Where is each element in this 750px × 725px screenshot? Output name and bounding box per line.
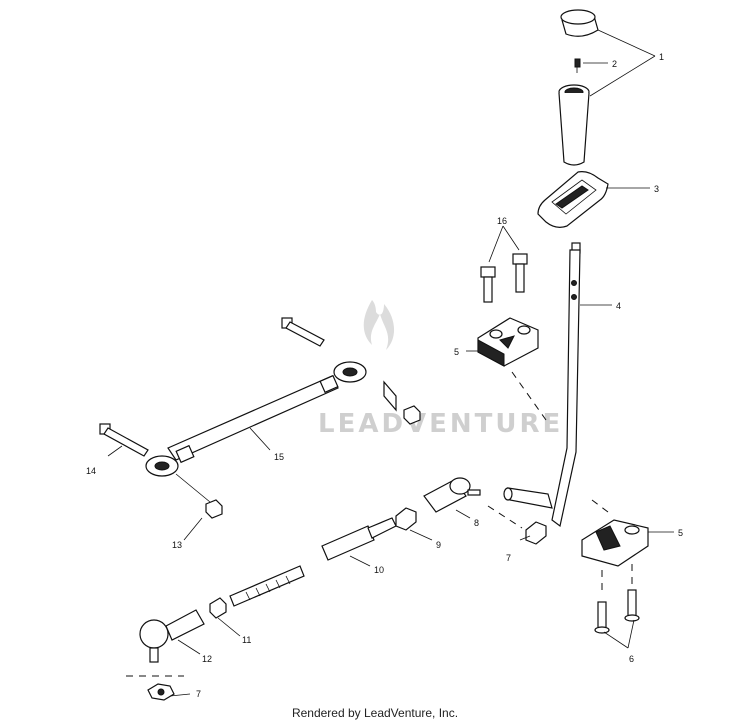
part-11-threaded-rod xyxy=(209,565,305,619)
callout-5-lower: 5 xyxy=(678,528,683,538)
callout-7-upper: 7 xyxy=(506,553,511,563)
callout-15: 15 xyxy=(274,452,284,462)
callout-4: 4 xyxy=(616,301,621,311)
part-7-nut-lower xyxy=(147,683,175,701)
part-16-bolts xyxy=(480,253,528,303)
part-7-nut-upper xyxy=(525,521,547,545)
part-3-shift-boot xyxy=(537,171,609,228)
callout-5-upper: 5 xyxy=(454,347,459,357)
callout-3: 3 xyxy=(654,184,659,194)
callout-13: 13 xyxy=(172,540,182,550)
part-1-knob-cap xyxy=(560,9,599,37)
part-6-bolts xyxy=(594,589,640,634)
leadventure-watermark: LEADVENTURE xyxy=(318,300,563,439)
callout-14: 14 xyxy=(86,466,96,476)
part-14-bolts xyxy=(99,317,325,457)
flame-logo-icon xyxy=(363,300,395,350)
part-10-adjuster-sleeve xyxy=(321,517,397,561)
callout-8: 8 xyxy=(474,518,479,528)
callout-9: 9 xyxy=(436,540,441,550)
callout-2: 2 xyxy=(612,59,617,69)
rendered-by-footer: Rendered by LeadVenture, Inc. xyxy=(291,706,459,720)
callout-16: 16 xyxy=(497,216,507,226)
part-12-ball-joint xyxy=(139,609,205,663)
part-8-rod-end xyxy=(423,477,481,513)
part-2-set-screw xyxy=(574,58,581,73)
watermark-text: LEADVENTURE xyxy=(318,409,563,439)
leader-lines xyxy=(107,29,674,697)
callout-1: 1 xyxy=(659,52,664,62)
part-5-clamp-lower xyxy=(581,519,649,567)
part-4-shift-lever xyxy=(503,242,581,528)
part-15-linkage-rod xyxy=(145,361,397,477)
part-13-nuts xyxy=(205,405,421,519)
callout-7-lower: 7 xyxy=(196,689,201,699)
callout-12: 12 xyxy=(202,654,212,664)
callout-10: 10 xyxy=(374,565,384,575)
part-9-nut xyxy=(395,507,417,531)
callout-6: 6 xyxy=(629,654,634,664)
part-1-shift-knob xyxy=(558,84,590,166)
callout-labels: 1 2 3 4 5 5 6 7 7 8 9 10 11 12 13 14 15 … xyxy=(86,52,683,699)
callout-11: 11 xyxy=(242,635,251,645)
part-5-clamp-upper xyxy=(477,317,539,367)
